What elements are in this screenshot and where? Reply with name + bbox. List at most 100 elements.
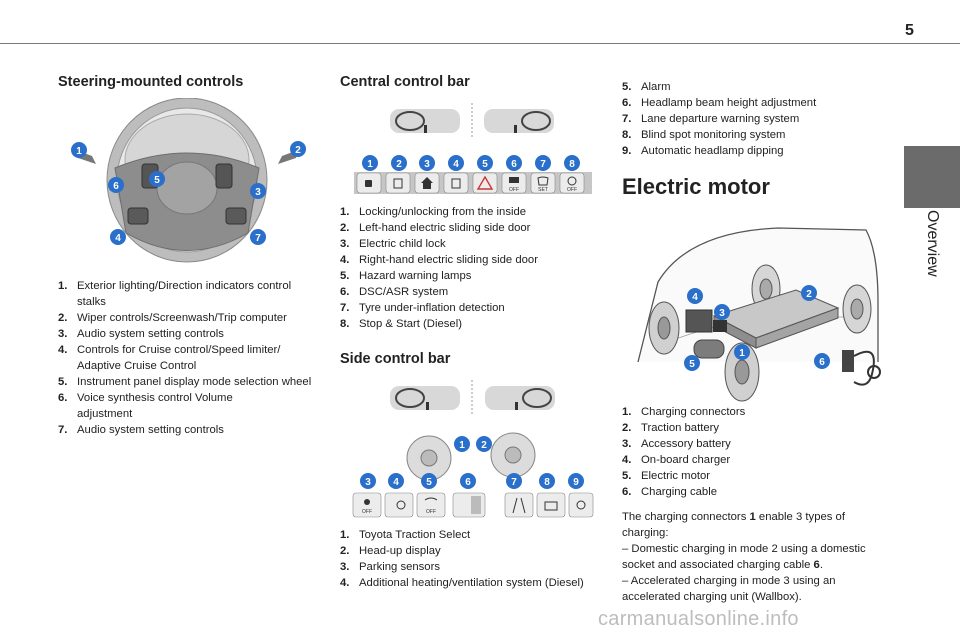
central-callout-1: 1 <box>362 155 378 171</box>
child-icon <box>421 177 433 189</box>
electric-callout-1: 1 <box>734 344 750 360</box>
blind-spot-button[interactable] <box>536 492 566 518</box>
central-callout-2: 2 <box>391 155 407 171</box>
svg-text:2: 2 <box>481 440 487 451</box>
electric-callout-5: 5 <box>684 355 700 371</box>
side-list-continued: 5.Alarm 6.Headlamp beam height adjustmen… <box>622 79 892 159</box>
steering-callout-2: 2 <box>290 141 306 157</box>
list-item: 4.On-board charger <box>622 454 731 466</box>
steering-heading: Steering-mounted controls <box>58 74 244 90</box>
side-list: 1.Toyota Traction Select 2.Head-up displ… <box>340 527 610 591</box>
tyre-inflation-button[interactable] <box>530 172 556 194</box>
traction-select-dial[interactable] <box>406 435 452 481</box>
svg-text:3: 3 <box>255 187 261 198</box>
list-item: 6.Headlamp beam height adjustment <box>622 97 817 109</box>
parking-icon <box>364 499 370 505</box>
accessory-battery <box>713 320 727 332</box>
electric-callout-4: 4 <box>687 288 703 304</box>
list-item: 8.Blind spot monitoring system <box>622 129 786 141</box>
onboard-charger <box>685 309 713 333</box>
stop-start-button[interactable] <box>559 172 585 194</box>
list-item: 3.Accessory battery <box>622 438 731 450</box>
list-item: 1.Locking/unlocking from the inside <box>340 206 527 218</box>
list-item: 5.Hazard warning lamps <box>340 270 472 282</box>
svg-text:1: 1 <box>459 440 465 451</box>
steering-callout-4: 4 <box>110 229 126 245</box>
svg-text:8: 8 <box>569 159 575 170</box>
auto-dipping-button[interactable] <box>568 492 594 518</box>
head-up-display-control[interactable] <box>490 432 536 478</box>
lane-departure-button[interactable] <box>504 492 534 518</box>
list-item: 2.Left-hand electric sliding side door <box>340 222 531 234</box>
svg-text:2: 2 <box>806 289 812 300</box>
svg-text:5: 5 <box>482 159 488 170</box>
alarm-button[interactable] <box>416 492 446 518</box>
stop-start-icon <box>567 176 577 186</box>
svg-text:3: 3 <box>424 159 430 170</box>
dashboard-left-icon <box>390 386 460 410</box>
side-callout-1: 1 <box>454 436 470 452</box>
front-wheel <box>724 342 760 402</box>
svg-text:1: 1 <box>76 146 82 157</box>
side-callout-6: 6 <box>460 473 476 489</box>
central-control-bar-illustration: 1 2 3 4 5 6 7 8 OFF SET OFF <box>354 103 592 194</box>
list-item: 3.Audio system setting controls <box>58 328 224 340</box>
tyre-icon <box>537 176 549 186</box>
svg-text:1: 1 <box>739 348 745 359</box>
central-heading: Central control bar <box>340 74 470 90</box>
charging-mode3-paragraph: – Accelerated charging in mode 3 using a… <box>622 575 836 603</box>
dashboard-left-icon <box>390 109 460 133</box>
svg-text:2: 2 <box>396 159 402 170</box>
watermark: carmanualsonline.info <box>598 608 799 630</box>
svg-text:OFF: OFF <box>567 187 577 193</box>
svg-text:9: 9 <box>573 477 579 488</box>
side-callout-4: 4 <box>388 473 404 489</box>
wheel-grip-icon <box>471 496 481 514</box>
electric-heading: Electric motor <box>622 174 770 199</box>
charging-cable <box>842 350 881 386</box>
svg-text:4: 4 <box>453 159 459 170</box>
svg-text:7: 7 <box>540 159 546 170</box>
lock-icon <box>365 180 372 187</box>
svg-text:1: 1 <box>367 159 373 170</box>
dashboard-right-icon <box>484 109 554 133</box>
side-control-bar-illustration: 1 2 3 4 5 6 7 8 9 OFF OFF <box>352 380 594 518</box>
list-item: 6.Voice synthesis control Volume adjustm… <box>58 392 233 420</box>
section-tab <box>904 146 960 208</box>
left-sliding-door-button[interactable] <box>385 172 411 194</box>
central-callout-6: 6 <box>506 155 522 171</box>
list-item: 7.Lane departure warning system <box>622 113 800 125</box>
heating-button[interactable] <box>384 492 414 518</box>
central-callout-8: 8 <box>564 155 580 171</box>
svg-text:OFF: OFF <box>509 187 519 193</box>
list-item: 1.Exterior lighting/Direction indicators… <box>58 280 292 308</box>
svg-text:4: 4 <box>692 292 698 303</box>
section-tab-label-box: Overview <box>903 210 960 290</box>
electric-list: 1.Charging connectors 2.Traction battery… <box>622 404 892 500</box>
right-sliding-door-button[interactable] <box>443 172 469 194</box>
lane-icon <box>512 497 526 514</box>
list-item: 2.Wiper controls/Screenwash/Trip compute… <box>58 312 287 324</box>
steering-callout-7: 7 <box>250 229 266 245</box>
svg-text:7: 7 <box>511 477 517 488</box>
svg-text:3: 3 <box>719 308 725 319</box>
central-list: 1.Locking/unlocking from the inside 2.Le… <box>340 204 600 332</box>
list-item: 6.DSC/ASR system <box>340 286 449 298</box>
svg-text:5: 5 <box>426 477 432 488</box>
svg-text:6: 6 <box>511 159 517 170</box>
charging-mode2-paragraph: – Domestic charging in mode 2 using a do… <box>622 543 866 571</box>
steering-wheel-illustration: 1 2 3 4 5 6 7 <box>71 98 306 263</box>
side-callout-5: 5 <box>421 473 437 489</box>
list-item: 6.Charging cable <box>622 486 717 498</box>
skid-car-icon <box>509 177 519 183</box>
section-tab-label: Overview <box>924 210 941 277</box>
list-item: 2.Traction battery <box>622 422 720 434</box>
list-item: 5.Electric motor <box>622 470 711 482</box>
dashboard-right-icon <box>485 386 555 410</box>
steering-callout-1: 1 <box>71 142 87 158</box>
electric-drivetrain-illustration: 1 2 3 4 5 6 <box>637 227 881 402</box>
side-heading: Side control bar <box>340 351 451 367</box>
list-item: 3.Parking sensors <box>340 561 440 573</box>
rear-wheel <box>842 284 872 334</box>
svg-text:6: 6 <box>465 477 471 488</box>
